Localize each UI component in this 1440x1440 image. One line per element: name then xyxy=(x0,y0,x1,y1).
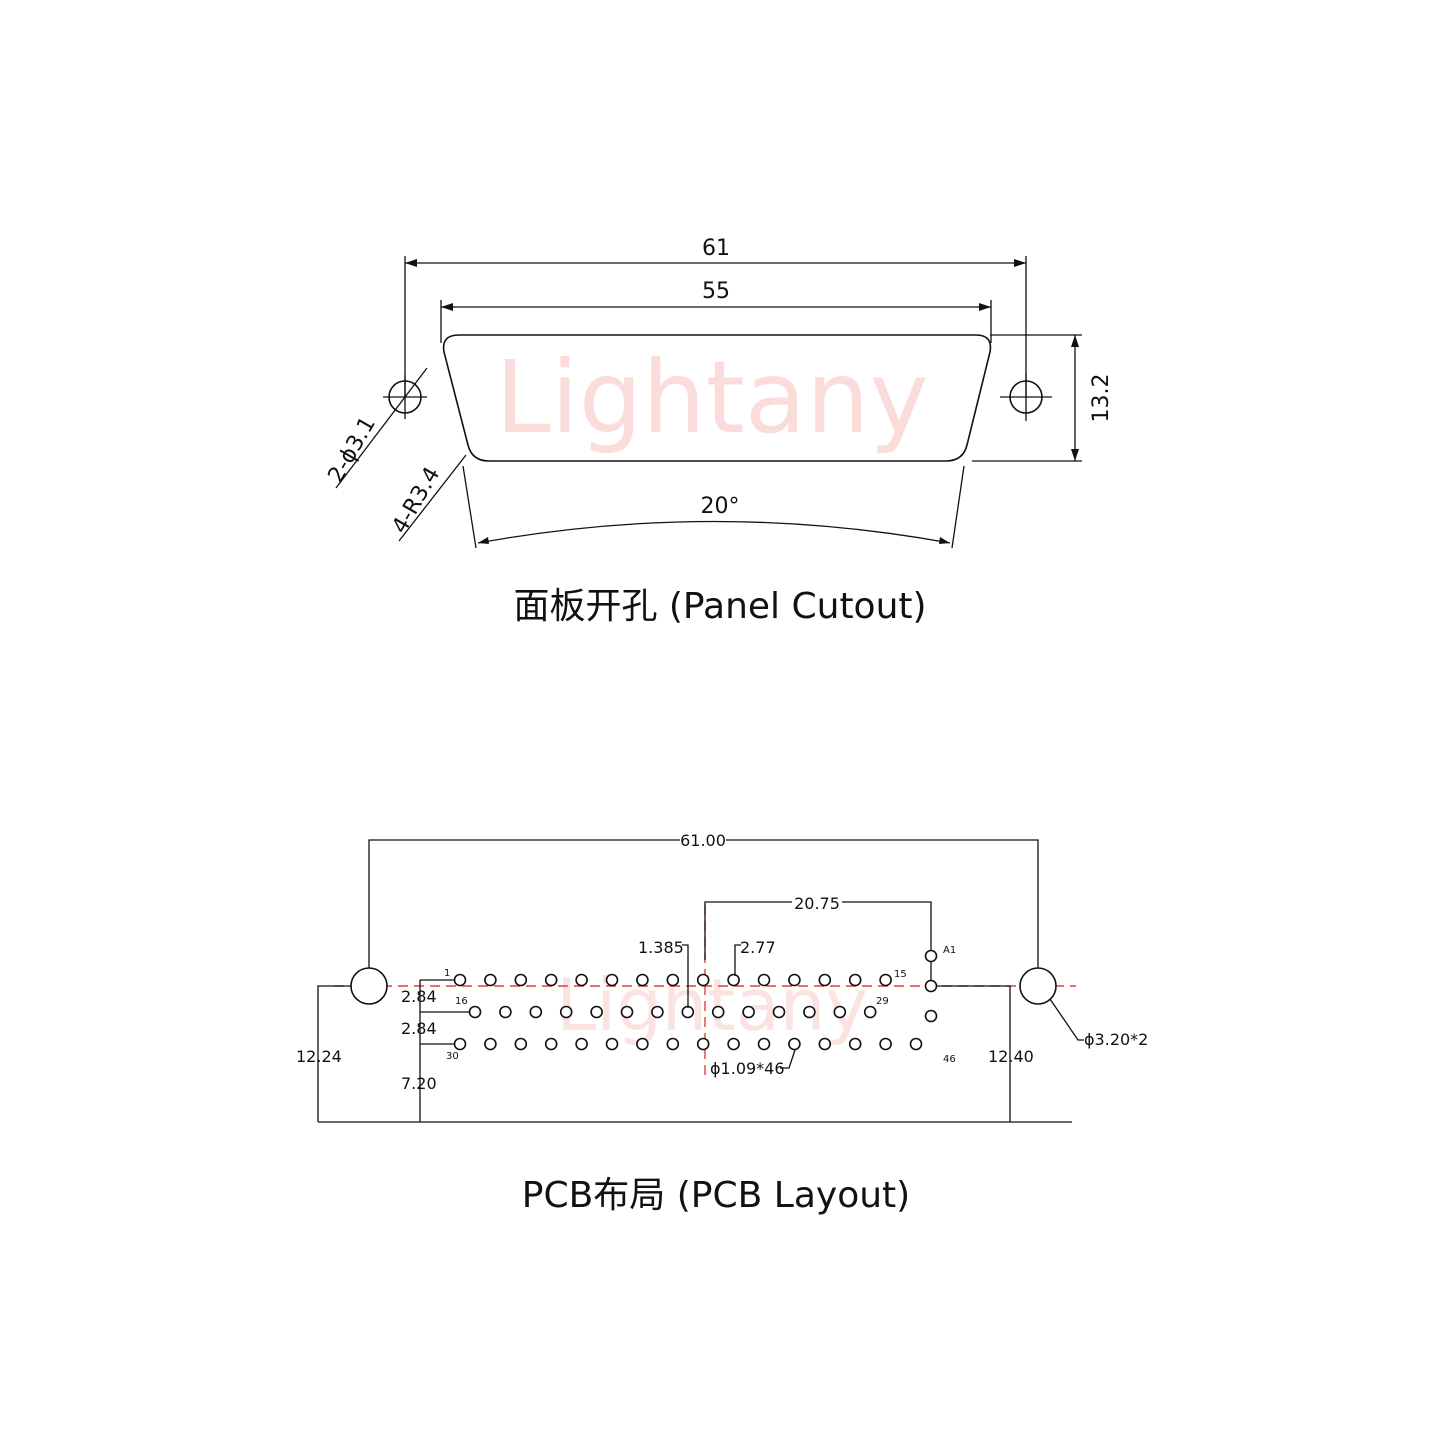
pin-hole-12 xyxy=(788,973,801,987)
pcb-pin-hole-label: ϕ1.09*46 xyxy=(710,1059,785,1078)
dim-13-2-label: 13.2 xyxy=(1089,374,1114,423)
pin-hole-25 xyxy=(742,1005,755,1019)
pin-hole-18 xyxy=(529,1005,543,1019)
pcb-dim-pitch: 1.385 2.77 xyxy=(638,938,776,1008)
pin-hole-10 xyxy=(727,973,740,987)
pcb-dim-12-40: 12.40 xyxy=(937,985,1034,1122)
pin-hole-33 xyxy=(544,1037,558,1051)
pcb-mount-hole-leader: ϕ3.20*2 xyxy=(1049,998,1148,1049)
pin-label-a1: A1 xyxy=(943,945,956,956)
pin-hole-4 xyxy=(544,973,558,987)
pin-hole-2 xyxy=(484,973,497,987)
pin-hole-7 xyxy=(636,973,649,987)
pin-hole-26 xyxy=(772,1005,786,1019)
pcb-dim-12-24: 12.24 xyxy=(296,985,351,1122)
dim-13-2: 13.2 xyxy=(972,334,1114,462)
pcb-dim-61-label: 61.00 xyxy=(680,831,726,850)
pcb-dim-7-20-label: 7.20 xyxy=(401,1074,437,1093)
pcb-dim-20-75: 20.75 xyxy=(704,894,932,960)
pin-hole-22 xyxy=(651,1005,664,1019)
pcb-dim-rows: 2.84 2.84 7.20 xyxy=(401,979,470,1122)
pin-hole-5 xyxy=(575,973,588,987)
pin-hole-32 xyxy=(514,1037,528,1051)
pin-hole-23 xyxy=(681,1005,695,1019)
pcb-pin-hole-leader: ϕ1.09*46 xyxy=(710,1049,796,1078)
dim-55: 55 xyxy=(440,279,992,343)
pin-hole-1 xyxy=(453,973,467,987)
dim-hole-leader: 2-ϕ3.1 xyxy=(324,367,428,489)
dim-61-label: 61 xyxy=(702,236,730,261)
pin-hole-41 xyxy=(788,1037,801,1051)
pin-hole-39 xyxy=(727,1037,740,1051)
pin-hole-14 xyxy=(848,973,862,987)
pin-hole-31 xyxy=(484,1037,497,1051)
pin-label-46: 46 xyxy=(943,1054,956,1065)
pin-hole-27 xyxy=(803,1005,816,1019)
dim-radius-label: 4-R3.4 xyxy=(388,463,446,538)
pin-hole-40 xyxy=(757,1037,771,1051)
pin-hole-28 xyxy=(833,1005,847,1019)
pcb-caption: PCB布局 (PCB Layout) xyxy=(522,1175,910,1216)
pin-hole-36 xyxy=(636,1037,649,1051)
pin-label-30: 30 xyxy=(446,1051,459,1062)
pin-hole-a1-base xyxy=(924,979,938,993)
pcb-dim-2-84b-label: 2.84 xyxy=(401,1019,437,1038)
pin-label-15: 15 xyxy=(894,969,907,980)
pin-hole-34 xyxy=(575,1037,588,1051)
pin-hole-44 xyxy=(879,1037,892,1051)
pin-array xyxy=(453,973,938,1051)
dim-angle: 20° xyxy=(462,465,965,549)
pin-hole-extra xyxy=(924,1009,938,1023)
pcb-mount-hole-label: ϕ3.20*2 xyxy=(1084,1030,1148,1049)
pin-hole-30 xyxy=(453,1037,467,1051)
dsub-cutout-outline xyxy=(442,334,992,462)
pcb-dim-20-75-label: 20.75 xyxy=(794,894,840,913)
dim-61: 61 xyxy=(404,236,1027,397)
dim-55-label: 55 xyxy=(702,279,730,304)
pin-label-29: 29 xyxy=(876,996,889,1007)
dim-angle-label: 20° xyxy=(701,494,740,519)
pcb-right-mount-hole xyxy=(1019,967,1057,1005)
pcb-layout-drawing: Lightany 61.00 20.75 A1 1 xyxy=(296,831,1148,1216)
pin-label-16: 16 xyxy=(455,996,468,1007)
panel-cutout-drawing: Lightany 61 55 xyxy=(324,236,1114,627)
pin-hole-13 xyxy=(818,973,832,987)
pin-hole-42 xyxy=(818,1037,832,1051)
pcb-left-mount-hole xyxy=(350,967,388,1005)
pin-hole-6 xyxy=(605,973,619,987)
pin-hole-8 xyxy=(666,973,680,987)
pin-hole-43 xyxy=(848,1037,862,1051)
pcb-dim-2-84a-label: 2.84 xyxy=(401,987,437,1006)
pin-hole-38 xyxy=(696,1037,710,1051)
pin-hole-17 xyxy=(499,1005,512,1019)
pin-hole-21 xyxy=(620,1005,634,1019)
pin-hole-20 xyxy=(590,1005,603,1019)
dim-hole-label: 2-ϕ3.1 xyxy=(324,413,381,487)
panel-caption: 面板开孔 (Panel Cutout) xyxy=(513,586,926,627)
pcb-a1-ref: A1 xyxy=(924,945,956,980)
pin-hole-29 xyxy=(863,1005,877,1019)
pin-hole-37 xyxy=(666,1037,680,1051)
pin-hole-45 xyxy=(909,1037,923,1051)
pin-hole-35 xyxy=(605,1037,619,1051)
pin-hole-19 xyxy=(559,1005,573,1019)
pcb-dim-61: 61.00 xyxy=(368,831,1039,968)
pin-hole-15 xyxy=(879,973,892,987)
pin-hole-16 xyxy=(468,1005,482,1019)
pin-label-1: 1 xyxy=(444,968,450,979)
pcb-dim-12-40-label: 12.40 xyxy=(988,1047,1034,1066)
pcb-dim-12-24-label: 12.24 xyxy=(296,1047,342,1066)
pin-hole-24 xyxy=(711,1005,725,1019)
pin-hole-11 xyxy=(757,973,771,987)
pcb-dim-1-385-label: 1.385 xyxy=(638,938,684,957)
dim-radius-leader: 4-R3.4 xyxy=(388,454,467,542)
watermark-panel: Lightany xyxy=(495,339,928,456)
pcb-dim-2-77-label: 2.77 xyxy=(740,938,776,957)
pin-hole-9 xyxy=(696,973,710,987)
pin-hole-3 xyxy=(514,973,528,987)
